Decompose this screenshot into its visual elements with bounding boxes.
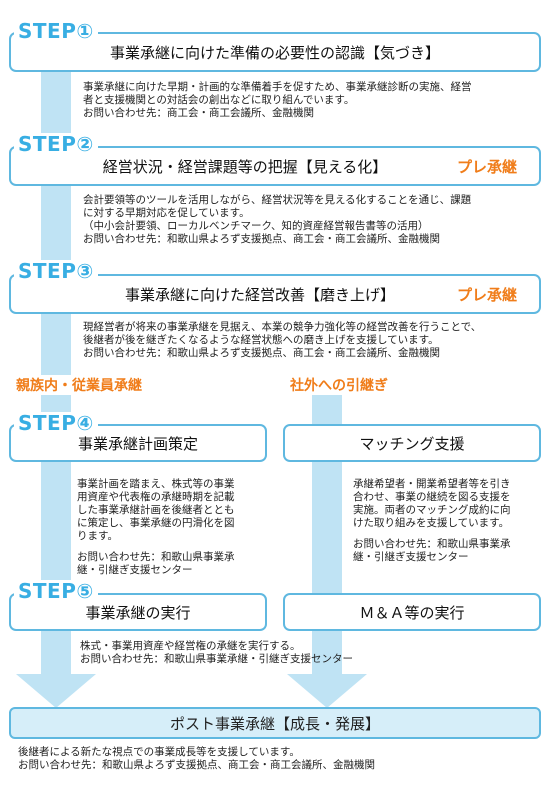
step3-label: STEP③ <box>14 260 98 282</box>
matching-support-box: マッチング支援 <box>283 424 541 462</box>
step5-description: 株式・事業用資産や経営権の承継を実行する。お問い合わせ先：和歌山県事業承継・引継… <box>80 640 353 665</box>
step4-title: 事業承継計画策定 <box>77 434 198 453</box>
step3-title: 事業承継に向けた経営改善【磨き上げ】 <box>124 285 395 304</box>
step4-label: STEP④ <box>14 412 98 434</box>
ma-execution-title: Ｍ＆Ａ等の実行 <box>359 603 465 622</box>
left-arrow-head-icon <box>16 674 96 708</box>
step4-description: 事業計画を踏まえ、株式等の事業用資産や代表権の承継時期を記載した事業承継計画を後… <box>77 478 235 576</box>
post-succession-description: 後継者による新たな視点での事業成長等を支援しています。お問い合わせ先：和歌山県よ… <box>18 746 375 771</box>
step1-label: STEP① <box>14 20 98 42</box>
step5-title: 事業承継の実行 <box>85 603 191 622</box>
route-external-label: 社外への引継ぎ <box>288 375 390 395</box>
post-succession-box: ポスト事業承継【成長・発展】 <box>9 707 541 739</box>
post-succession-title: ポスト事業承継【成長・発展】 <box>169 714 380 733</box>
step1-description: 事業承継に向けた早期・計画的な準備着手を促すため、事業承継診断の実施、経営者と支… <box>83 81 472 119</box>
step2-pre-succession-tag: プレ承継 <box>457 158 518 176</box>
step2-label: STEP② <box>14 133 98 155</box>
step3-pre-succession-tag: プレ承継 <box>457 286 518 304</box>
step3-description: 現経営者が将来の事業承継を見据え、本業の競争力強化等の経営改善を行うことで、後継… <box>83 321 482 359</box>
step2-description: 会計要領等のツールを活用しながら、経営状況等を見える化することを通じ、課題に対す… <box>83 194 472 245</box>
route-internal-label: 親族内・従業員承継 <box>14 375 144 395</box>
matching-support-title: マッチング支援 <box>359 434 465 453</box>
matching-support-description: 承継希望者・開業希望者等を引き合わせ、事業の継続を図る支援を実施。両者のマッチン… <box>353 478 511 563</box>
ma-execution-box: Ｍ＆Ａ等の実行 <box>283 593 541 631</box>
step2-title: 経営状況・経営課題等の把握【見える化】 <box>102 157 388 176</box>
step5-label: STEP⑤ <box>14 580 98 602</box>
right-arrow-head-icon <box>287 674 367 708</box>
step1-title: 事業承継に向けた準備の必要性の認識【気づき】 <box>109 43 440 62</box>
